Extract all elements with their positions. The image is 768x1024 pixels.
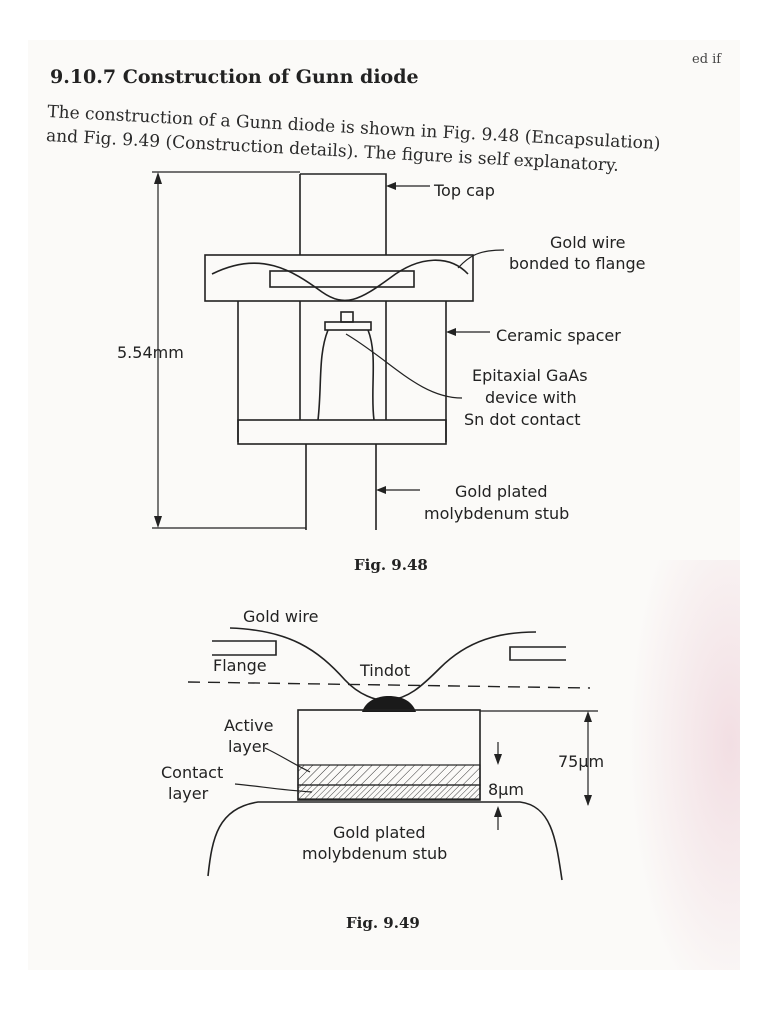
- label-stub-detail-2: molybdenum stub: [302, 844, 447, 863]
- leader-contact: [234, 783, 313, 793]
- label-ceramic: Ceramic spacer: [496, 326, 621, 345]
- base-flange: [237, 419, 447, 445]
- dim-arrow-top: [154, 172, 162, 184]
- arrow-8-bottom: [494, 806, 502, 817]
- fig-9-48: 5.54mm Top cap Gold wire bonded to flang…: [117, 171, 646, 574]
- sn-dot: [340, 311, 354, 323]
- label-top-cap: Top cap: [433, 181, 495, 200]
- corner-text: ed if: [692, 52, 722, 67]
- label-8um: 8μm: [488, 780, 524, 799]
- arrow-75-top: [584, 711, 592, 722]
- top-cap: [299, 173, 387, 255]
- label-active-2: layer: [228, 737, 269, 756]
- label-stub-1: Gold plated: [455, 482, 548, 501]
- flange-left: [212, 640, 277, 656]
- leader-gold-wire: [457, 249, 505, 269]
- fig-9-49: Gold wire Flange Tindot Active layer Con…: [161, 607, 604, 932]
- label-stub-2: molybdenum stub: [424, 504, 569, 523]
- scanned-page: [28, 40, 740, 970]
- contact-layer: [297, 784, 481, 800]
- label-epitaxial-3: Sn dot contact: [464, 410, 581, 429]
- label-75um: 75μm: [558, 752, 604, 771]
- flange-right: [509, 646, 566, 661]
- arrow-75-bottom: [584, 795, 592, 806]
- label-epitaxial-2: device with: [485, 388, 577, 407]
- caption-fig-9-49: Fig. 9.49: [346, 914, 420, 932]
- label-epitaxial-1: Epitaxial GaAs: [472, 366, 588, 385]
- caption-fig-9-48: Fig. 9.48: [354, 556, 428, 574]
- label-tindot: Tindot: [359, 661, 410, 680]
- epitaxial-device: [317, 329, 375, 421]
- top-cap-base: [269, 270, 415, 288]
- section-heading: 9.10.7 Construction of Gunn diode: [50, 66, 419, 88]
- arrow-stub: [376, 486, 386, 494]
- flange-line: [187, 681, 591, 689]
- stub-detail: [207, 801, 563, 881]
- dimension-label: 5.54mm: [117, 343, 184, 362]
- ceramic-spacer: [237, 301, 447, 442]
- gold-wire: [211, 259, 469, 302]
- tindot: [362, 696, 416, 712]
- stub: [305, 444, 377, 530]
- dim-arrow-bottom: [154, 516, 162, 528]
- device-block: [297, 709, 481, 801]
- label-stub-detail-1: Gold plated: [333, 823, 426, 842]
- label-active-1: Active: [224, 716, 274, 735]
- arrow-8-top: [494, 754, 502, 765]
- page-discoloration: [628, 560, 740, 970]
- label-contact-2: layer: [168, 784, 209, 803]
- label-flange: Flange: [213, 656, 267, 675]
- active-layer: [297, 764, 481, 786]
- flange: [204, 254, 474, 302]
- label-contact-1: Contact: [161, 763, 223, 782]
- leader-active: [264, 747, 311, 773]
- arrow-ceramic: [446, 328, 456, 336]
- label-gold-wire-1: Gold wire: [550, 233, 625, 252]
- leader-epitaxial: [345, 333, 463, 399]
- arrow-top-cap: [386, 182, 396, 190]
- device-top: [324, 321, 372, 331]
- label-gold-wire-2: bonded to flange: [509, 254, 646, 273]
- label-gold-wire: Gold wire: [243, 607, 318, 626]
